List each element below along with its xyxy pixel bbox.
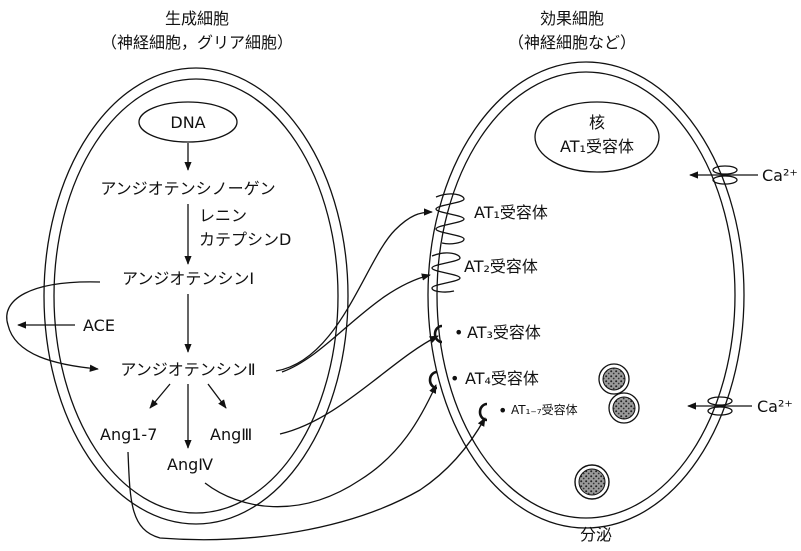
dna-node — [138, 101, 238, 143]
ang-3-label: AngⅢ — [210, 425, 252, 444]
effector-cell-title: 効果細胞 — [540, 9, 604, 28]
calcium-channel-top-icon — [712, 165, 738, 185]
at1-7-receptor-label: AT₁₋₇受容体 — [511, 402, 578, 417]
arrow-ang4-to-at4 — [204, 384, 437, 508]
angiotensin-1-label: アンジオテンシンⅠ — [122, 269, 254, 288]
at2-receptor-label: AT₂受容体 — [464, 257, 538, 276]
at3-bullet: • — [454, 323, 463, 342]
vesicle-1-core — [602, 367, 626, 391]
calcium-label-top: Ca²⁺ — [762, 166, 798, 185]
at1-7-bullet: • — [498, 401, 507, 420]
at4-bullet: • — [450, 369, 459, 388]
producer-cell-inner-membrane — [53, 78, 339, 514]
ace-loop-arrow — [6, 281, 101, 372]
secretion-label: 分泌 — [580, 525, 612, 544]
at3-receptor-label: AT₃受容体 — [467, 323, 541, 342]
calcium-channel-bottom-icon — [707, 396, 733, 416]
at1-7-receptor-icon — [478, 402, 488, 422]
nucleus-label: 核 — [589, 113, 605, 132]
at4-receptor-label: AT₄受容体 — [465, 369, 539, 388]
arrow-ang17-to-at17 — [127, 417, 486, 541]
arrow-ang2-to-at1 — [275, 208, 433, 372]
ang-4-label: AngⅣ — [167, 455, 213, 474]
effector-cell-subtitle: （神経細胞など） — [508, 33, 636, 52]
producer-cell-title: 生成細胞 — [165, 9, 229, 28]
nucleus — [534, 101, 660, 173]
arrow-ang2-to-ang3 — [207, 383, 227, 409]
effector-cell-outer-membrane — [427, 61, 745, 529]
calcium-label-bottom: Ca²⁺ — [757, 397, 793, 416]
ace-label: ACE — [83, 316, 115, 335]
at1-receptor-icon — [435, 193, 465, 245]
angiotensin-2-label: アンジオテンシンⅡ — [120, 360, 255, 379]
angiotensinogen-label: アンジオテンシノーゲン — [100, 179, 275, 198]
cathepsin-d-label: カテプシンD — [199, 230, 291, 249]
vesicle-2-core — [612, 396, 636, 420]
arrow-ang3-to-at3 — [279, 335, 439, 435]
at1-receptor-label: AT₁受容体 — [474, 203, 548, 222]
renin-label: レニン — [199, 206, 247, 225]
producer-cell-subtitle: （神経細胞，グリア細胞） — [101, 33, 293, 52]
producer-cell-outer-membrane — [43, 67, 349, 525]
at3-receptor-icon — [433, 324, 443, 344]
at2-receptor-icon — [431, 252, 461, 293]
secretion-vesicle-core — [578, 468, 606, 496]
ang-1-7-label: Ang1-7 — [100, 425, 157, 444]
effector-cell-inner-membrane — [436, 71, 736, 519]
nucleus-receptor-label: AT₁受容体 — [560, 137, 634, 156]
arrow-ang2-to-ang17 — [149, 383, 171, 409]
arrow-ang2-to-at2 — [281, 273, 431, 373]
dna-label: DNA — [170, 113, 205, 132]
